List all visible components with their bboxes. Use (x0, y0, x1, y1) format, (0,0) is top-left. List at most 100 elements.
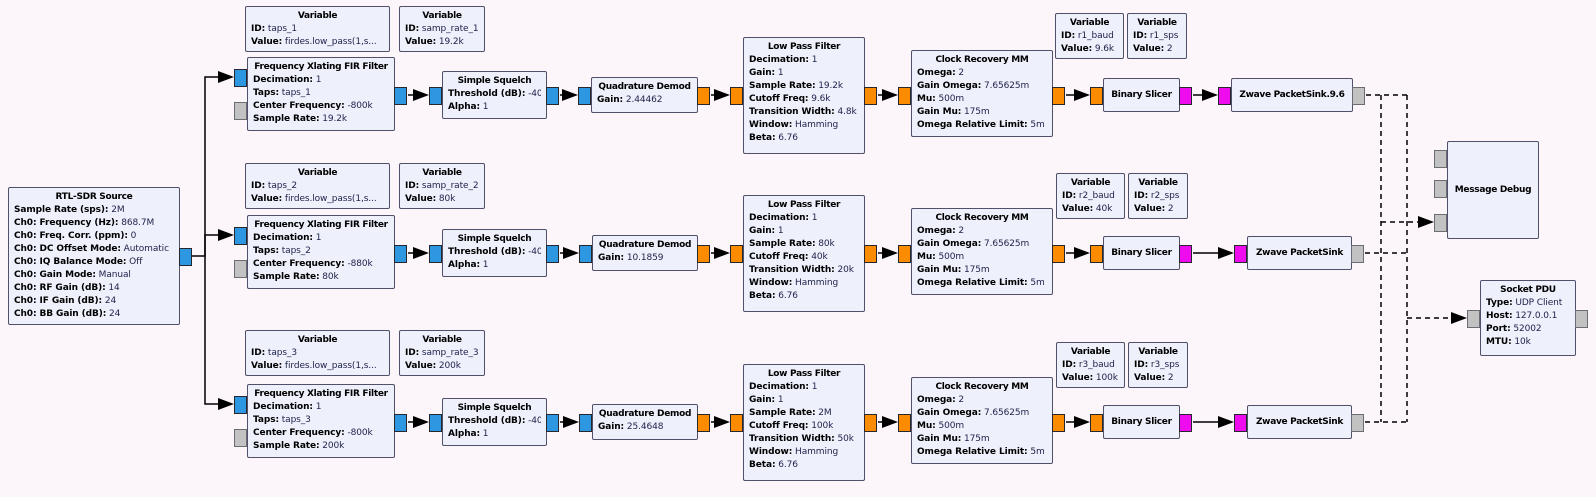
port-out-byte[interactable] (1179, 414, 1192, 432)
port-in-complex[interactable] (578, 87, 591, 105)
block-param: Decimation: 1 (253, 401, 389, 414)
port-out-byte[interactable] (1179, 245, 1192, 263)
param-value: 1 (811, 213, 818, 223)
port-in-byte[interactable] (1234, 414, 1247, 432)
port-in-float[interactable] (898, 87, 911, 105)
port-in-complex[interactable] (234, 396, 247, 414)
zwave-packetsink-2[interactable]: Zwave PacketSink (1234, 236, 1364, 270)
param-value: 14 (108, 283, 120, 293)
binary-slicer-3[interactable]: Binary Slicer (1090, 405, 1192, 439)
block-title: Variable (297, 335, 338, 345)
block-param: Omega: 2 (917, 67, 1047, 80)
port-out-complex[interactable] (394, 245, 407, 263)
port-in-float[interactable] (898, 245, 911, 263)
port-out-complex[interactable] (546, 245, 559, 263)
port-in-complex[interactable] (429, 414, 442, 432)
port-out-message[interactable] (1352, 87, 1365, 105)
port-out-float[interactable] (697, 245, 710, 263)
port-in-float[interactable] (1090, 414, 1103, 432)
binary-slicer-1[interactable]: Binary Slicer (1090, 78, 1192, 112)
port-in-float[interactable] (730, 414, 743, 432)
port-out-float[interactable] (864, 87, 877, 105)
port-in-message[interactable] (1434, 214, 1447, 232)
port-out-float[interactable] (697, 87, 710, 105)
port-in-message[interactable] (234, 429, 247, 447)
port-out-complex[interactable] (394, 87, 407, 105)
port-in-message[interactable] (1434, 180, 1447, 198)
port-in-complex[interactable] (429, 87, 442, 105)
message-debug[interactable]: Message Debug (1434, 141, 1539, 239)
stream-wire[interactable] (204, 234, 218, 256)
port-in-float[interactable] (730, 87, 743, 105)
port-out-byte[interactable] (1179, 87, 1192, 105)
port-in-complex[interactable] (234, 69, 247, 87)
port-in-message[interactable] (234, 102, 247, 120)
port-in-float[interactable] (1090, 245, 1103, 263)
stream-wire[interactable] (204, 256, 218, 405)
port-out-float[interactable] (864, 245, 877, 263)
param-value: 9.6k (811, 94, 831, 104)
port-out-complex[interactable] (394, 414, 407, 432)
port-in-message[interactable] (234, 260, 247, 278)
port-out-message[interactable] (1575, 310, 1588, 328)
port-out-float[interactable] (1052, 87, 1065, 105)
port-in-byte[interactable] (1234, 245, 1247, 263)
zwave-packetsink-9-6[interactable]: Zwave PacketSink.9.6 (1218, 78, 1365, 112)
port-out-float[interactable] (1052, 414, 1065, 432)
wire-arrowhead (1074, 247, 1090, 259)
port-in-float[interactable] (898, 414, 911, 432)
port-out-complex[interactable] (546, 87, 559, 105)
port-out-message[interactable] (1351, 245, 1364, 263)
port-in-complex[interactable] (234, 227, 247, 245)
port-out-float[interactable] (1052, 245, 1065, 263)
port-out-float[interactable] (697, 414, 710, 432)
port-in-float[interactable] (1090, 87, 1103, 105)
port-out-float[interactable] (864, 414, 877, 432)
zwave-packetsink-3[interactable]: Zwave PacketSink (1234, 405, 1364, 439)
port-out-complex[interactable] (546, 414, 559, 432)
wire-arrowhead (413, 416, 429, 428)
port-out-message[interactable] (1351, 414, 1364, 432)
port-out-complex[interactable] (179, 248, 192, 266)
port-in-message[interactable] (1434, 150, 1447, 168)
binary-slicer-2[interactable]: Binary Slicer (1090, 236, 1192, 270)
stream-wire[interactable] (191, 76, 218, 257)
port-in-float[interactable] (730, 245, 743, 263)
port-in-complex[interactable] (579, 414, 592, 432)
port-in-complex[interactable] (579, 245, 592, 263)
port-in-message[interactable] (1467, 310, 1480, 328)
port-in-byte[interactable] (1218, 87, 1231, 105)
param-label: Cutoff Freq: (749, 252, 809, 262)
port-in-complex[interactable] (429, 245, 442, 263)
